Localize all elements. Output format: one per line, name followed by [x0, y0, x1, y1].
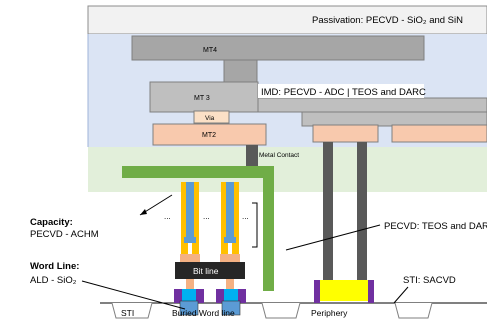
sti-substrate-label: STI: [121, 308, 134, 318]
contact-plug-array: [246, 145, 258, 166]
bit-line-label: Bit line: [193, 266, 219, 276]
sti-trench-3: [394, 302, 433, 319]
periphery-plug-2: [357, 142, 367, 280]
word-line-title: Word Line:: [30, 261, 79, 272]
green-bar-horizontal: [122, 166, 274, 178]
sti-trench-1: [111, 302, 153, 319]
green-bar-vertical: [263, 166, 274, 291]
word-line-arrow: [81, 280, 186, 310]
pecvd-bracket: [252, 202, 258, 248]
mt2-right-block-2: [391, 124, 487, 143]
mt3-label: MT 3: [194, 95, 210, 102]
capacity-value: PECVD - ACHM: [30, 229, 99, 240]
imd-label: IMD: PECVD - ADC | TEOS and DARC: [261, 87, 426, 98]
mt3-layer: [149, 81, 259, 113]
imd-label-bg: [258, 84, 424, 98]
ellipsis-middle: ...: [203, 212, 210, 221]
ellipsis-left: ...: [164, 212, 171, 221]
via-block: [193, 110, 230, 124]
capacitor-left: [180, 182, 200, 262]
word-line-value: ALD - SiO₂: [30, 275, 77, 286]
sti-arrow: [393, 286, 409, 304]
mt2-layer: [152, 123, 267, 146]
periphery-label: Periphery: [311, 308, 348, 318]
sti-trench-2: [261, 302, 301, 319]
buried-word-line-label: Buried Word line: [172, 308, 235, 318]
capacity-title: Capacity:: [30, 217, 73, 228]
bit-line-block: [175, 262, 245, 279]
pecvd-teos-label: PECVD: TEOS and DARC: [384, 221, 487, 232]
mt3-right-ext: [301, 111, 487, 127]
mt3-right-block: [257, 97, 487, 113]
mt4-layer: [131, 35, 425, 61]
metal-contact-label: Metal Contact: [259, 152, 299, 159]
capacitor-right: [220, 182, 240, 262]
periphery-transistor: [314, 280, 374, 303]
bl-contact-right: [226, 279, 234, 289]
passivation-layer: [87, 5, 487, 35]
ellipsis-right: ...: [242, 212, 249, 221]
sti-label: STI: SACVD: [403, 275, 456, 286]
pecvd-arrow: [285, 224, 381, 251]
passivation-label: Passivation: PECVD - SiO₂ and SiN: [312, 15, 463, 26]
via-label: Via: [205, 115, 215, 122]
bl-contact-left: [186, 279, 194, 289]
periphery-plug-1: [323, 142, 333, 280]
mt2-right-block-1: [312, 124, 379, 143]
buried-word-line-right: [216, 289, 246, 316]
mt4-connector: [223, 59, 258, 83]
mt4-label: MT4: [203, 47, 217, 54]
capacity-arrowhead: [140, 209, 147, 215]
mt2-label: MT2: [202, 132, 216, 139]
buried-word-line-left: [174, 289, 204, 316]
